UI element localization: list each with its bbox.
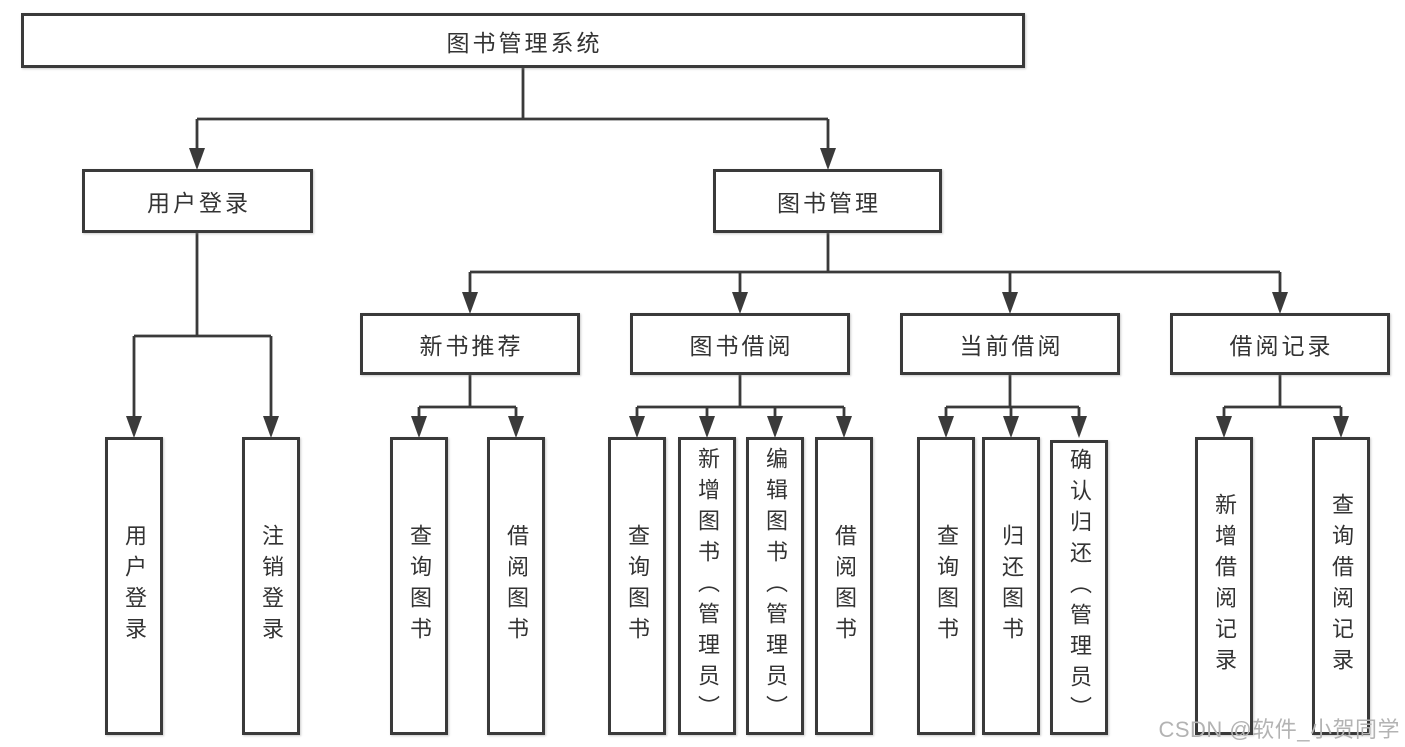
node-book-management: 图书管理 — [713, 169, 942, 233]
arrowhead-icon — [1272, 292, 1288, 314]
node-label: 查询图书 — [407, 524, 432, 648]
connector-new-book-recommend-children — [411, 375, 524, 438]
arrowhead-icon — [629, 416, 645, 438]
node-library-system: 图书管理系统 — [21, 13, 1025, 68]
node-new-book-recommend: 新书推荐 — [360, 313, 580, 375]
arrowhead-icon — [820, 148, 836, 170]
node-edit-book-admin: 编辑图书（管理员） — [746, 437, 804, 735]
node-label: 归还图书 — [999, 524, 1024, 648]
node-confirm-return-admin: 确认归还（管理员） — [1050, 440, 1108, 735]
arrowhead-icon — [938, 416, 954, 438]
connector-book-borrowing-children — [629, 375, 852, 438]
node-label: 新增图书（管理员） — [695, 446, 720, 726]
csdn-watermark: CSDN @软件_小贺同学 — [1158, 717, 1400, 742]
arrowhead-icon — [1002, 292, 1018, 314]
node-add-book-admin: 新增图书（管理员） — [678, 437, 736, 735]
node-label: 借阅图书 — [832, 524, 857, 648]
node-query-books-borrow: 查询图书 — [608, 437, 666, 735]
node-return-books: 归还图书 — [982, 437, 1040, 735]
arrowhead-icon — [263, 416, 279, 438]
arrowhead-icon — [732, 292, 748, 314]
node-label: 借阅图书 — [504, 524, 529, 648]
arrowhead-icon — [189, 148, 205, 170]
node-current-borrowing: 当前借阅 — [900, 313, 1120, 375]
node-add-borrow-record: 新增借阅记录 — [1195, 437, 1253, 735]
node-book-borrowing: 图书借阅 — [630, 313, 850, 375]
arrowhead-icon — [1216, 416, 1232, 438]
connector-borrow-records-children — [1216, 375, 1349, 438]
node-logout: 注销登录 — [242, 437, 300, 735]
node-user-login-leaf: 用户登录 — [105, 437, 163, 735]
connector-root-to-level2 — [189, 68, 836, 170]
node-borrow-books: 借阅图书 — [815, 437, 873, 735]
node-query-borrow-record: 查询借阅记录 — [1312, 437, 1370, 735]
arrowhead-icon — [836, 416, 852, 438]
arrowhead-icon — [699, 416, 715, 438]
arrowhead-icon — [1071, 416, 1087, 438]
node-label: 注销登录 — [259, 524, 284, 648]
arrowhead-icon — [126, 416, 142, 438]
arrowhead-icon — [1333, 416, 1349, 438]
node-label: 新增借阅记录 — [1212, 493, 1237, 679]
node-borrow-records: 借阅记录 — [1170, 313, 1390, 375]
node-label: 确认归还（管理员） — [1067, 448, 1092, 727]
node-label: 查询图书 — [934, 524, 959, 648]
node-query-books-current: 查询图书 — [917, 437, 975, 735]
node-label: 编辑图书（管理员） — [763, 446, 788, 726]
connector-book-management-children — [462, 232, 1288, 314]
arrowhead-icon — [508, 416, 524, 438]
arrowhead-icon — [411, 416, 427, 438]
node-query-books-recommend: 查询图书 — [390, 437, 448, 735]
connector-user-login-children — [126, 232, 279, 438]
node-label: 查询图书 — [625, 524, 650, 648]
node-user-login: 用户登录 — [82, 169, 313, 233]
arrowhead-icon — [767, 416, 783, 438]
node-borrow-books-recommend: 借阅图书 — [487, 437, 545, 735]
node-label: 查询借阅记录 — [1329, 493, 1354, 679]
arrowhead-icon — [462, 292, 478, 314]
node-label: 用户登录 — [122, 524, 147, 648]
arrowhead-icon — [1003, 416, 1019, 438]
connector-current-borrowing-children — [938, 375, 1087, 438]
